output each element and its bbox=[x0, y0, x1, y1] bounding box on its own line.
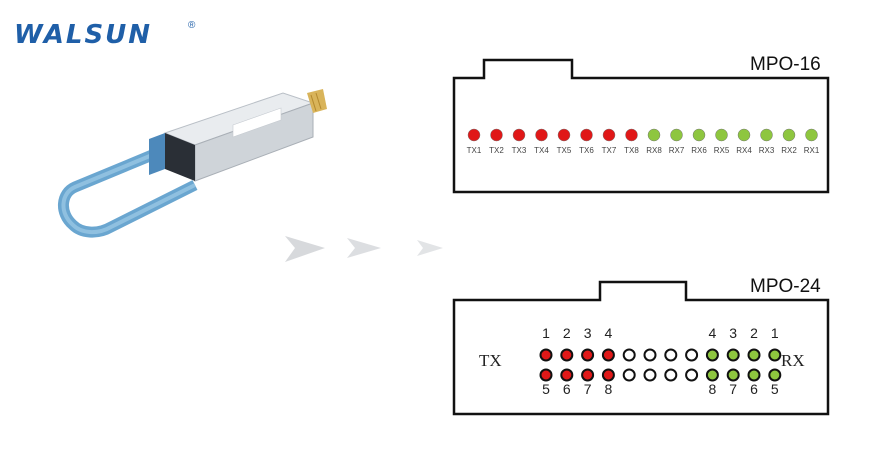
mpo24-fiber-top-2 bbox=[560, 348, 574, 362]
mpo24-fiber-bottom-4 bbox=[601, 368, 615, 382]
mpo16-pin-label: TX2 bbox=[489, 146, 504, 155]
mpo16-pin-label: TX8 bbox=[624, 146, 639, 155]
mpo16-pin-label: TX3 bbox=[512, 146, 527, 155]
mpo16-fiber-rx6 bbox=[692, 128, 706, 142]
mpo24-fiber-bottom-7 bbox=[664, 368, 678, 382]
mpo16-pin-label: RX3 bbox=[759, 146, 775, 155]
mpo24-fiber-bottom-11 bbox=[747, 368, 761, 382]
mpo24-pin-number: 6 bbox=[563, 381, 571, 397]
mpo16-pin-label: RX2 bbox=[781, 146, 797, 155]
arrow-icon bbox=[347, 238, 381, 258]
mpo24-fiber-top-9 bbox=[705, 348, 719, 362]
mpo16-pin-label: RX8 bbox=[646, 146, 662, 155]
mpo24-pin-number: 8 bbox=[605, 381, 613, 397]
mpo16-fiber-tx2 bbox=[490, 128, 503, 142]
mpo24-fiber-top-6 bbox=[643, 348, 657, 362]
mpo16-fiber-rx2 bbox=[782, 128, 796, 142]
mpo24-pin-number: 2 bbox=[750, 325, 758, 341]
arrow-icon bbox=[285, 236, 325, 262]
mpo24-fiber-bottom-6 bbox=[643, 368, 657, 382]
mpo16-pin-label: RX4 bbox=[736, 146, 752, 155]
mpo24-fiber-top-10 bbox=[726, 348, 740, 362]
mpo24-fiber-bottom-2 bbox=[560, 368, 574, 382]
tx-label: TX bbox=[479, 351, 502, 370]
mpo16-fiber-tx8 bbox=[625, 128, 638, 142]
mpo16-fiber-tx4 bbox=[535, 128, 548, 142]
mpo16-title: MPO-16 bbox=[750, 54, 821, 75]
mpo16-pin-label: RX6 bbox=[691, 146, 707, 155]
arrow-icon bbox=[417, 240, 443, 256]
mpo24-fiber-bottom-10 bbox=[726, 368, 740, 382]
mpo16-pin-label: RX5 bbox=[714, 146, 730, 155]
mpo24-pin-number: 5 bbox=[771, 381, 779, 397]
mpo24-fiber-top-1 bbox=[539, 348, 553, 362]
mpo16-fiber-rx4 bbox=[737, 128, 751, 142]
mpo24-title: MPO-24 bbox=[750, 276, 821, 297]
mpo24-pin-number: 6 bbox=[750, 381, 758, 397]
mpo16-pin-label: TX6 bbox=[579, 146, 594, 155]
mpo16-pin-label: RX1 bbox=[804, 146, 820, 155]
mpo24-pin-number: 1 bbox=[542, 325, 550, 341]
mpo24-fiber-bottom-5 bbox=[622, 368, 636, 382]
mpo16-connector: TX1 TX2 TX3 TX4 TX5 TX6 TX7 TX8 RX8 RX7 RX6 RX5 RX4 R… bbox=[452, 58, 830, 194]
mpo24-pin-number: 5 bbox=[542, 381, 550, 397]
mpo24-fiber-top-11 bbox=[747, 348, 761, 362]
mpo16-fiber-rx3 bbox=[760, 128, 773, 142]
brand-logo: WALSUN bbox=[14, 20, 153, 50]
mpo24-pin-number: 8 bbox=[709, 381, 717, 397]
rx-label: RX bbox=[781, 351, 805, 370]
mpo16-fiber-tx5 bbox=[557, 128, 571, 142]
direction-arrows bbox=[285, 236, 443, 262]
mpo16-fiber-rx8 bbox=[647, 128, 661, 142]
mpo24-fiber-top-7 bbox=[664, 348, 678, 362]
mpo24-fiber-bottom-12 bbox=[768, 368, 782, 382]
mpo24-pin-number: 1 bbox=[771, 325, 779, 341]
mpo16-pin-label: RX7 bbox=[669, 146, 685, 155]
mpo24-fiber-top-5 bbox=[622, 348, 636, 362]
mpo24-fiber-top-3 bbox=[581, 348, 595, 362]
mpo24-fiber-bottom-3 bbox=[581, 368, 595, 382]
mpo24-pin-number: 2 bbox=[563, 325, 571, 341]
mpo16-fiber-tx7 bbox=[602, 128, 616, 142]
mpo24-fiber-bottom-1 bbox=[539, 368, 553, 382]
mpo16-pin-label: TX5 bbox=[557, 146, 572, 155]
mpo24-pin-number: 3 bbox=[729, 325, 737, 341]
mpo16-pin-label: TX4 bbox=[534, 146, 549, 155]
mpo24-fiber-top-12 bbox=[768, 348, 782, 362]
mpo16-fiber-tx6 bbox=[580, 128, 593, 142]
mpo24-fiber-top-4 bbox=[601, 348, 615, 362]
mpo16-pin-label: TX7 bbox=[602, 146, 617, 155]
mpo24-fiber-bottom-8 bbox=[685, 368, 699, 382]
mpo24-pin-number: 7 bbox=[584, 381, 592, 397]
mpo24-pin-number: 3 bbox=[584, 325, 592, 341]
mpo16-pin-label: TX1 bbox=[467, 146, 482, 155]
mpo16-fiber-rx5 bbox=[715, 128, 728, 142]
registered-mark: ® bbox=[188, 20, 196, 31]
mpo24-fiber-bottom-9 bbox=[705, 368, 719, 382]
mpo16-fiber-tx1 bbox=[467, 128, 481, 142]
mpo24-pin-number: 4 bbox=[605, 325, 613, 341]
mpo16-fiber-rx1 bbox=[805, 128, 818, 142]
mpo24-fiber-top-8 bbox=[685, 348, 699, 362]
mpo24-pin-number: 7 bbox=[729, 381, 737, 397]
mpo16-fiber-tx3 bbox=[512, 128, 526, 142]
mpo24-pin-number: 4 bbox=[709, 325, 717, 341]
mpo16-fiber-rx7 bbox=[670, 128, 683, 142]
qsfp-transceiver-image bbox=[58, 89, 327, 238]
